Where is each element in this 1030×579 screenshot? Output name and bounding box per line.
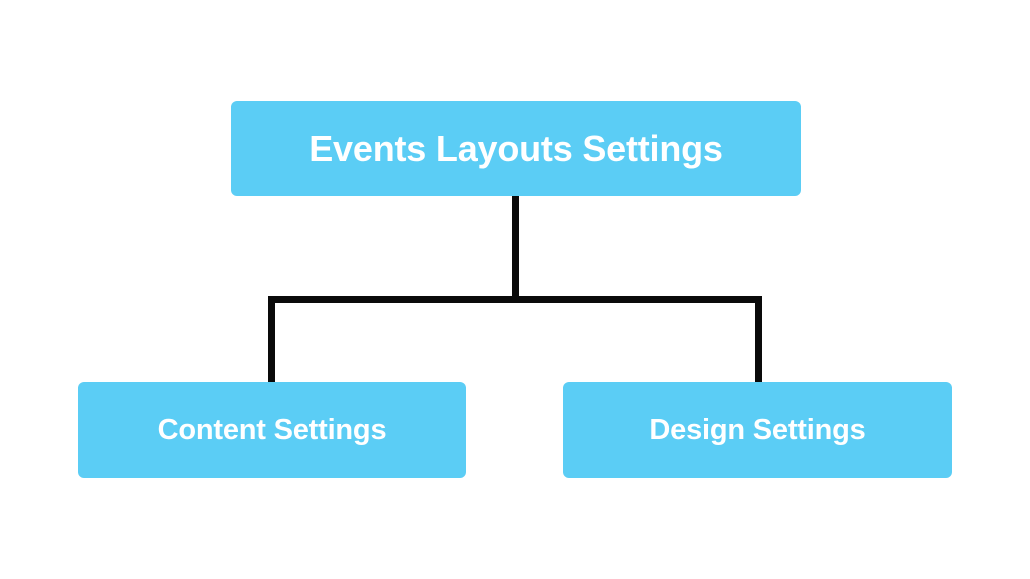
node-label-content-settings: Content Settings (157, 413, 387, 446)
node-events-layouts-settings[interactable]: Events Layouts Settings (231, 101, 801, 196)
connector-drop-content-settings (268, 296, 275, 386)
connector-root-stem (512, 192, 519, 303)
node-label-design-settings: Design Settings (649, 413, 866, 446)
node-design-settings[interactable]: Design Settings (563, 382, 952, 478)
node-content-settings[interactable]: Content Settings (78, 382, 466, 478)
connector-drop-design-settings (755, 296, 762, 386)
node-label-events-layouts-settings: Events Layouts Settings (309, 127, 723, 169)
connector-horizontal-bar (268, 296, 762, 303)
